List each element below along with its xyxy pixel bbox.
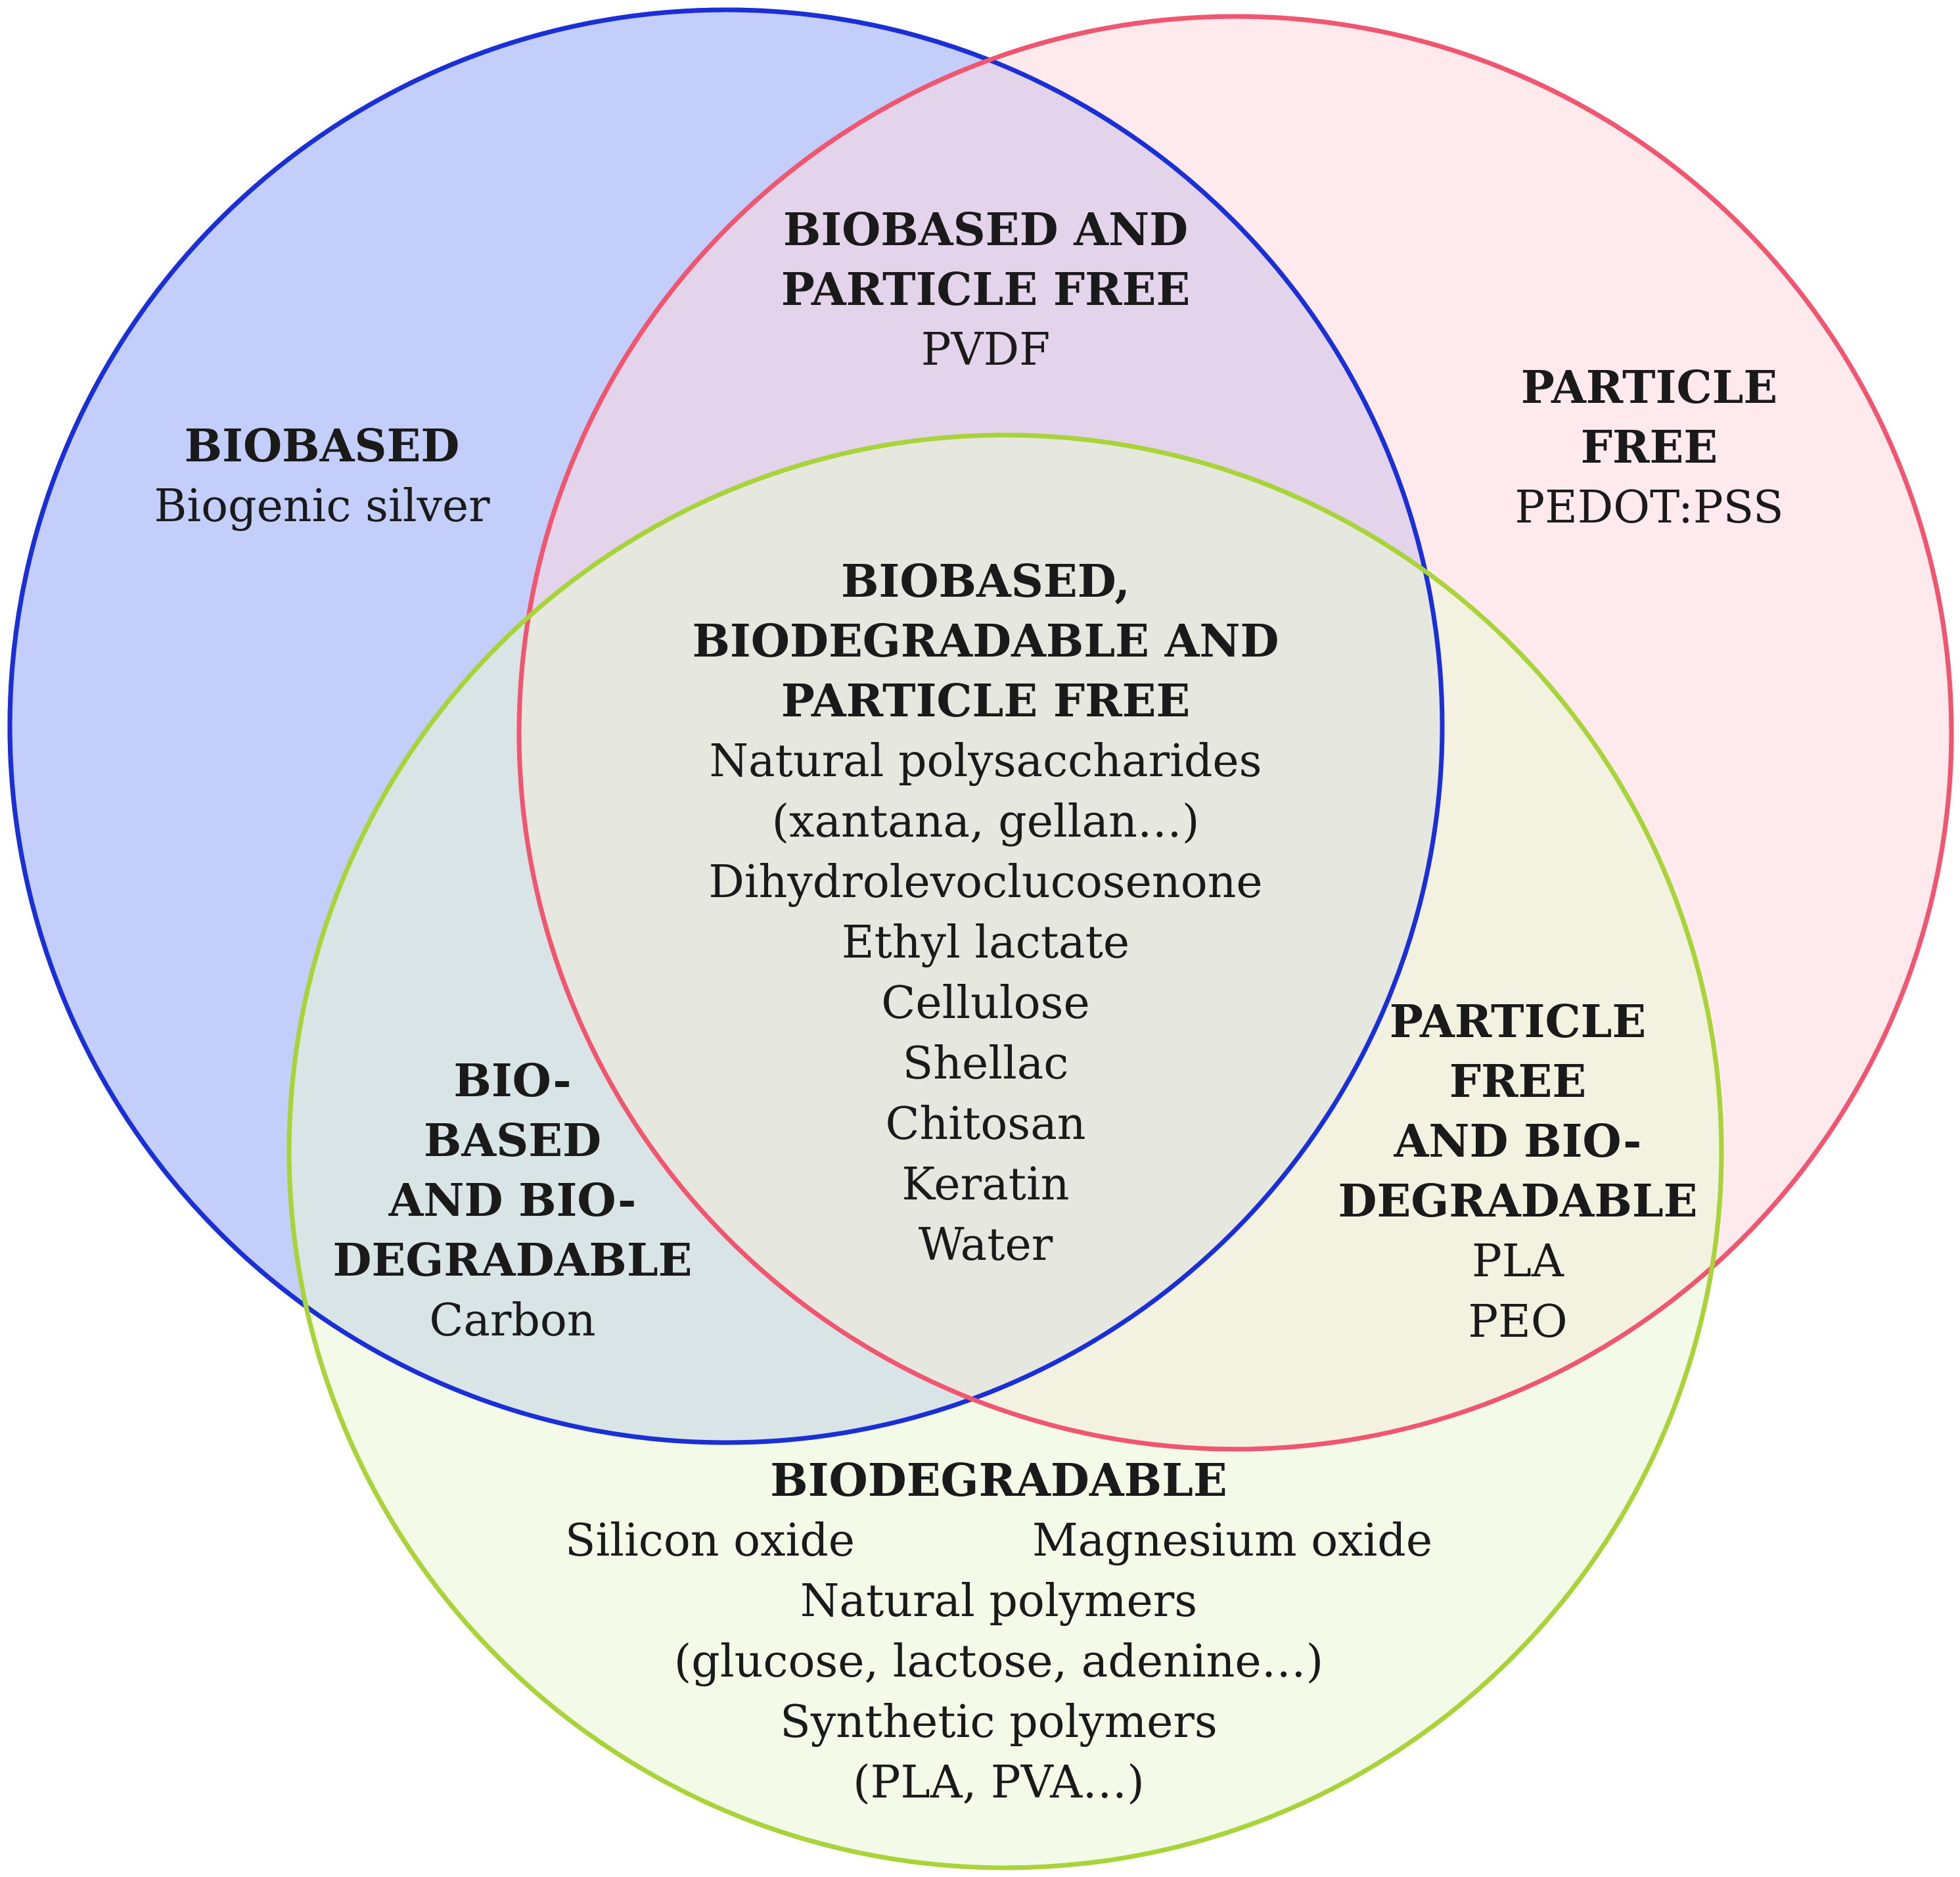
title-line: BIOBASED AND <box>783 204 1189 256</box>
item-line: (PLA, PVA…) <box>853 1757 1145 1809</box>
region-biobased-biodegradable-items: Carbon <box>315 1291 710 1351</box>
item-line: Cellulose <box>881 977 1090 1029</box>
particle-free-outline <box>516 14 1954 1452</box>
item-line: Ethyl lactate <box>841 917 1130 969</box>
region-biobased-biodegradable: BIO- BASED AND BIO- DEGRADABLE Carbon <box>315 1052 710 1351</box>
item-line: Natural polysaccharides <box>709 735 1262 787</box>
item-line: PVDF <box>921 324 1051 376</box>
region-all-three-items: Natural polysaccharides (xantana, gellan… <box>657 731 1314 1276</box>
region-particle-free: PARTICLE FREE PEDOT:PSS <box>1452 358 1846 538</box>
region-biobased-particle-free-title: BIOBASED AND PARTICLE FREE <box>723 200 1248 320</box>
region-biobased-items: Biogenic silver <box>131 476 513 537</box>
item-silicon-oxide: Silicon oxide <box>564 1515 855 1567</box>
biobased-outline <box>7 7 1445 1445</box>
region-particle-free-biodegradable-items: PLA PEO <box>1314 1232 1721 1353</box>
region-particle-free-items: PEDOT:PSS <box>1452 478 1846 538</box>
title-line: AND BIO- <box>1394 1115 1642 1168</box>
region-particle-free-biodegradable-title: PARTICLE FREE AND BIO- DEGRADABLE <box>1314 992 1721 1232</box>
region-biodegradable: BIODEGRADABLE Silicon oxide Magnesium ox… <box>473 1451 1524 1813</box>
item-line: (glucose, lactose, adenine…) <box>673 1636 1324 1688</box>
item-line: PEO <box>1468 1296 1568 1348</box>
title-line: PARTICLE FREE <box>781 675 1191 728</box>
item-line: PEDOT:PSS <box>1515 482 1784 534</box>
region-biodegradable-pair: Silicon oxide Magnesium oxide <box>473 1511 1524 1571</box>
region-particle-free-title: PARTICLE FREE <box>1452 358 1846 478</box>
title-line: BIOBASED, <box>841 555 1130 608</box>
item-line: Keratin <box>901 1159 1070 1211</box>
title-line: BIODEGRADABLE AND <box>692 615 1279 668</box>
item-line: Shellac <box>902 1038 1069 1090</box>
item-line: Water <box>918 1219 1053 1271</box>
region-biobased-title: BIOBASED <box>131 417 513 476</box>
item-line: Carbon <box>429 1295 596 1347</box>
title-line: BIO- <box>453 1055 572 1107</box>
item-magnesium-oxide: Magnesium oxide <box>1032 1515 1433 1567</box>
region-all-three: BIOBASED, BIODEGRADABLE AND PARTICLE FRE… <box>657 552 1314 1276</box>
region-particle-free-biodegradable: PARTICLE FREE AND BIO- DEGRADABLE PLA PE… <box>1314 992 1721 1353</box>
item-line: Natural polymers <box>800 1575 1198 1627</box>
biodegradable-outline <box>286 432 1724 1870</box>
title-line: PARTICLE <box>1520 361 1778 414</box>
title-line: BASED <box>423 1115 602 1167</box>
item-line: Biogenic silver <box>154 480 490 532</box>
title-line: DEGRADABLE <box>1338 1175 1698 1228</box>
title-line: DEGRADABLE <box>332 1234 693 1287</box>
region-biobased-particle-free-items: PVDF <box>723 320 1248 381</box>
title-line: PARTICLE <box>1389 996 1647 1048</box>
title-line: BIODEGRADABLE <box>770 1454 1227 1507</box>
item-line: Synthetic polymers <box>780 1696 1218 1748</box>
region-all-three-title: BIOBASED, BIODEGRADABLE AND PARTICLE FRE… <box>657 552 1314 731</box>
region-biobased-biodegradable-title: BIO- BASED AND BIO- DEGRADABLE <box>315 1052 710 1291</box>
title-line: BIOBASED <box>184 420 460 473</box>
item-line: (xantana, gellan…) <box>771 796 1200 848</box>
item-line: Chitosan <box>885 1098 1086 1150</box>
item-line: PLA <box>1471 1236 1564 1287</box>
region-biodegradable-title: BIODEGRADABLE <box>473 1451 1524 1511</box>
region-biobased-particle-free: BIOBASED AND PARTICLE FREE PVDF <box>723 200 1248 381</box>
title-line: FREE <box>1449 1055 1587 1108</box>
title-line: FREE <box>1580 421 1718 474</box>
region-biodegradable-items: Natural polymers (glucose, lactose, aden… <box>473 1571 1524 1813</box>
item-line: Dihydrolevoclucosenone <box>708 856 1263 908</box>
title-line: AND BIO- <box>388 1174 637 1227</box>
region-biobased: BIOBASED Biogenic silver <box>131 417 513 537</box>
title-line: PARTICLE FREE <box>781 264 1191 316</box>
